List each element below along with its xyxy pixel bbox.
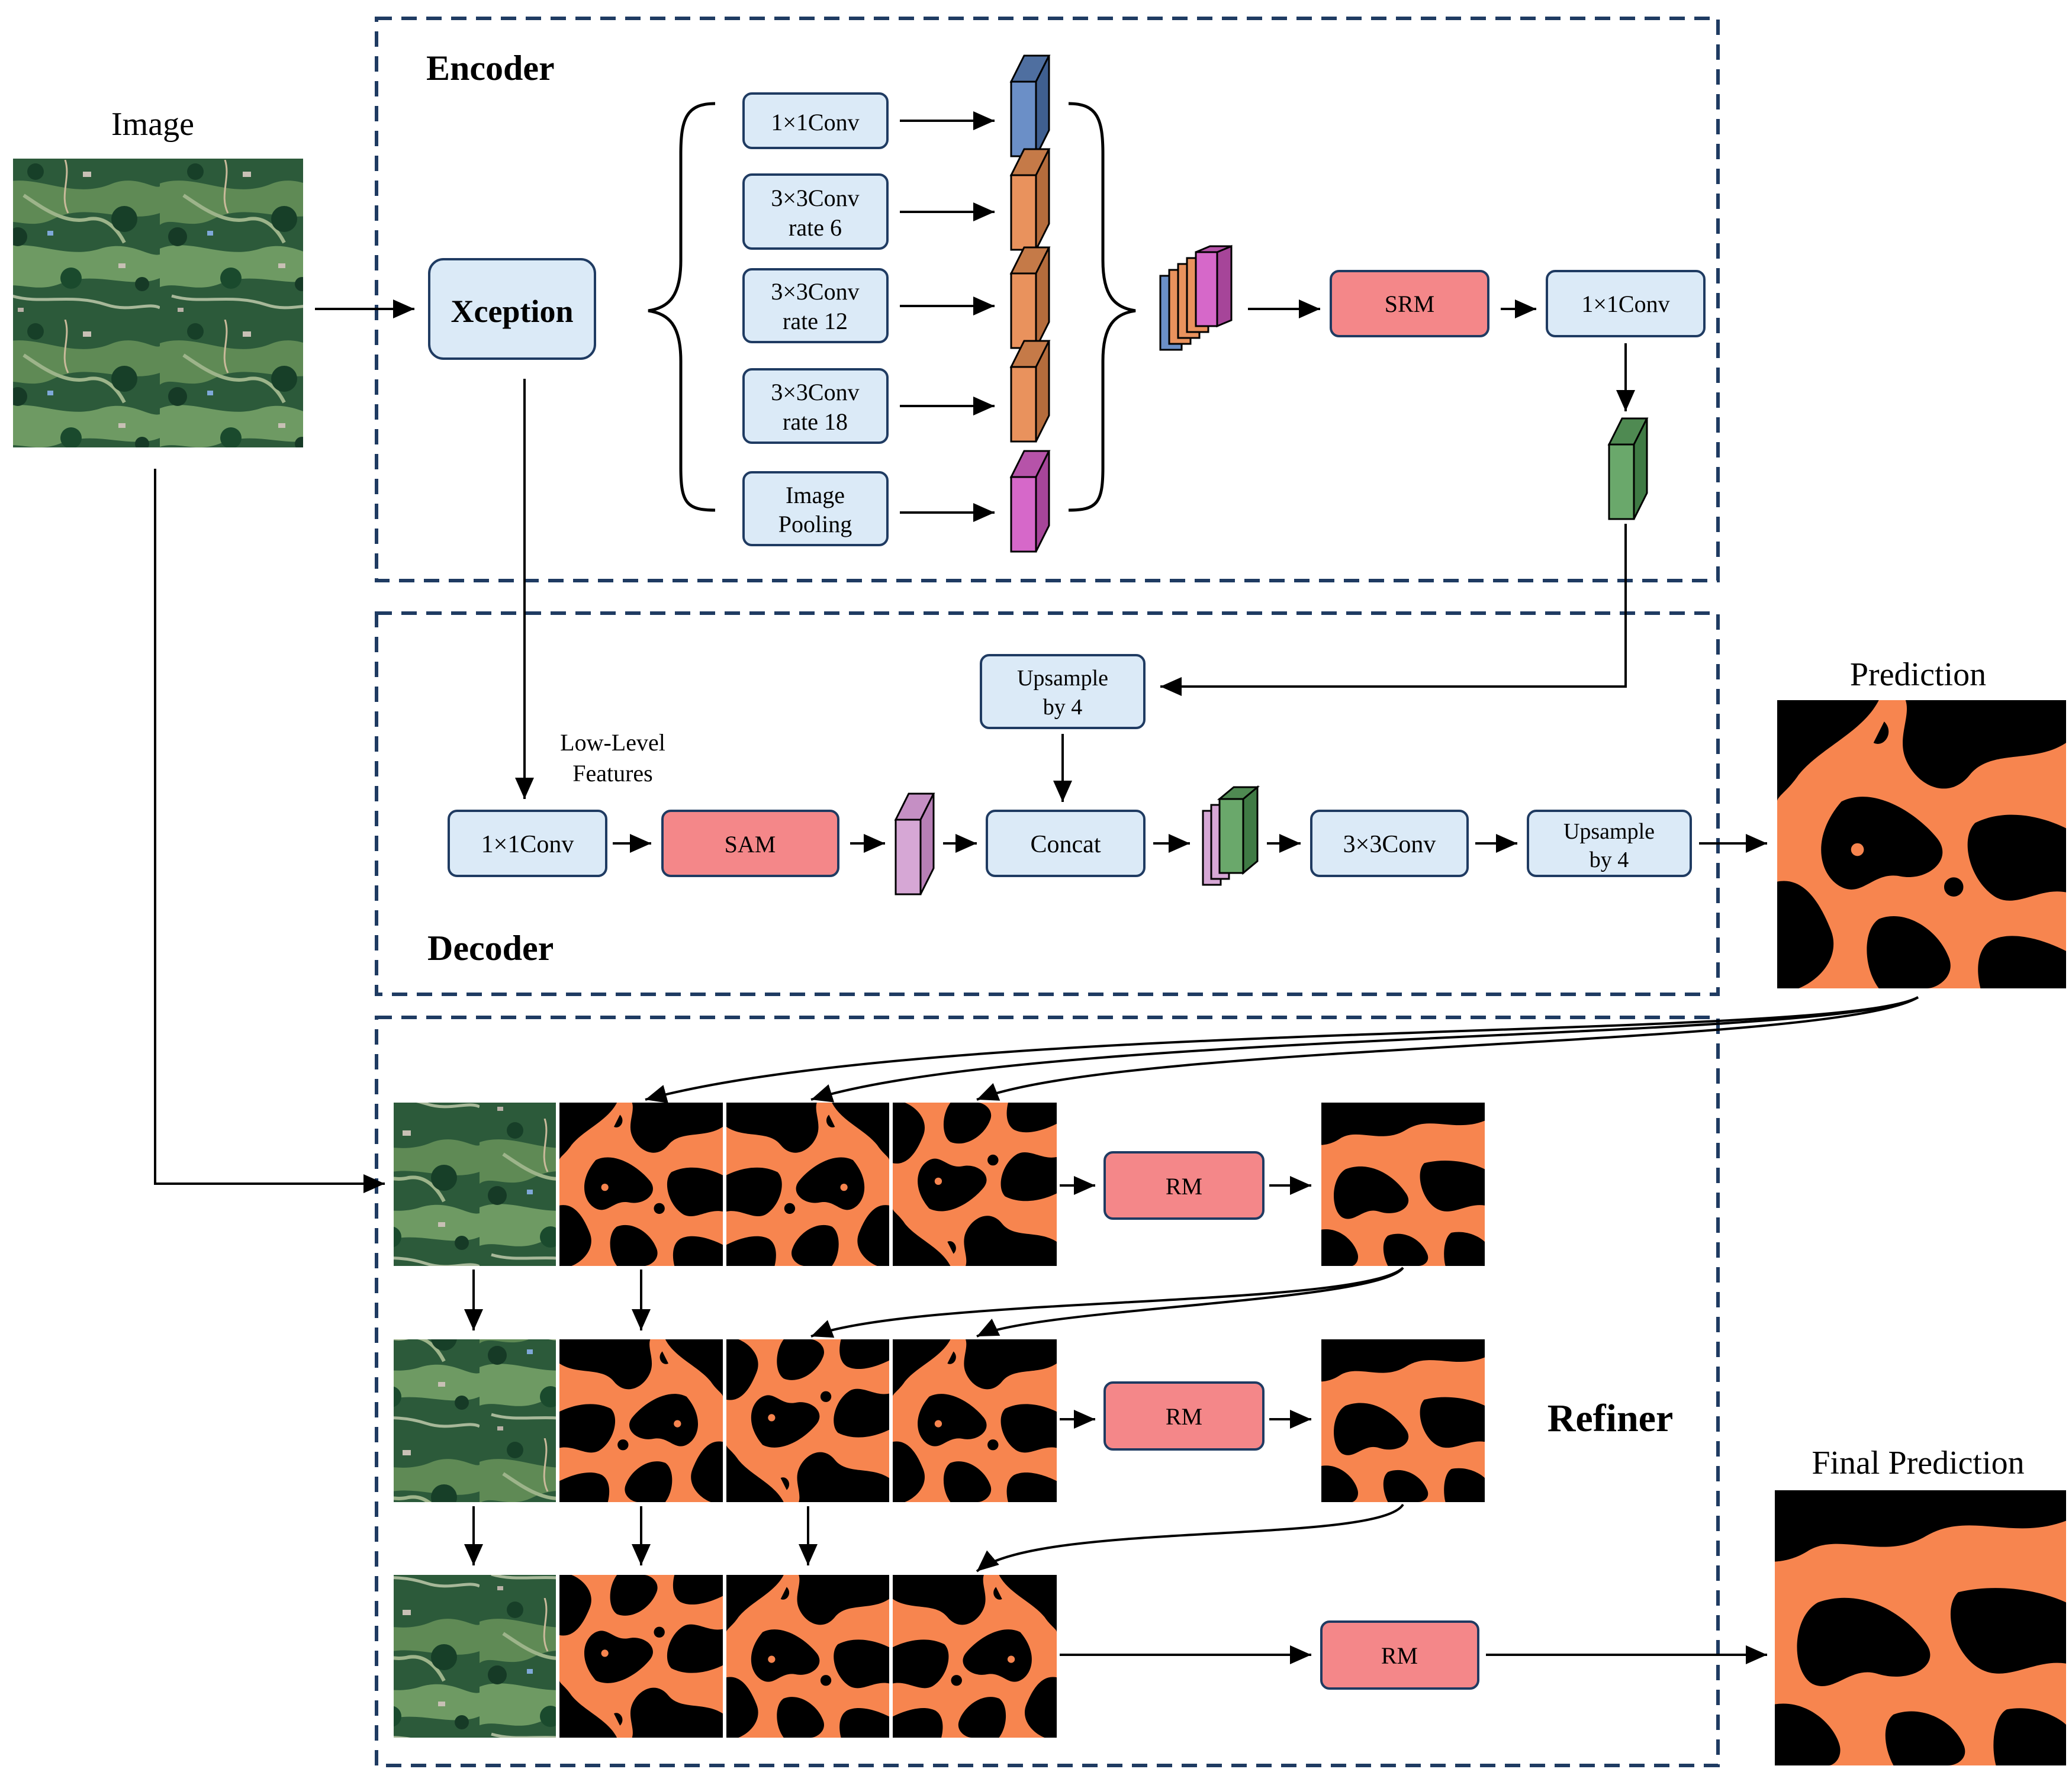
rm-box-2: RM bbox=[1103, 1381, 1265, 1451]
upsample1-line2: by 4 bbox=[1043, 695, 1083, 720]
refiner-r2-mask-1 bbox=[559, 1339, 723, 1502]
aspp-rate6-line2: rate 6 bbox=[789, 214, 842, 241]
concat-label: Concat bbox=[1031, 831, 1101, 858]
encoder-conv-label: 1×1Conv bbox=[1581, 291, 1669, 317]
low-level-label-line1: Low-Level bbox=[560, 729, 665, 756]
decoder-title: Decoder bbox=[427, 929, 554, 968]
final-prediction-mask bbox=[1775, 1490, 2066, 1765]
aspp-pooling-box: Image Pooling bbox=[742, 471, 889, 546]
input-image bbox=[13, 159, 303, 447]
rm-box-1: RM bbox=[1103, 1151, 1265, 1220]
aspp-pooling-line1: Image bbox=[786, 482, 845, 508]
refiner-r3-mask-2 bbox=[726, 1575, 889, 1738]
aspp-right-brace bbox=[1068, 102, 1136, 512]
final-prediction-label: Final Prediction bbox=[1812, 1445, 2024, 1481]
refiner-r3-mask-3 bbox=[893, 1575, 1057, 1738]
prediction-label: Prediction bbox=[1850, 656, 1986, 693]
decoder-conv1x1-box: 1×1Conv bbox=[448, 810, 607, 877]
decoder-concat-stack bbox=[1202, 785, 1260, 886]
low-level-label-line2: Features bbox=[572, 760, 653, 787]
concat-box: Concat bbox=[986, 810, 1146, 877]
decoder-conv3x3-label: 3×3Conv bbox=[1343, 831, 1436, 858]
refiner-r2-mask-2 bbox=[726, 1339, 889, 1502]
xception-box: Xception bbox=[428, 258, 596, 360]
refiner-frame bbox=[375, 1016, 1720, 1767]
rm2-label: RM bbox=[1166, 1403, 1202, 1430]
flow-arrows bbox=[154, 111, 1919, 1664]
aspp-rate12-line2: rate 12 bbox=[783, 308, 848, 334]
encoder-conv1x1-box: 1×1Conv bbox=[1546, 270, 1706, 337]
aspp-rate6-line1: 3×3Conv bbox=[771, 185, 859, 211]
srm-label: SRM bbox=[1385, 291, 1435, 317]
refiner-r1-mask-2 bbox=[726, 1103, 889, 1266]
refiner-r1-image bbox=[394, 1103, 556, 1266]
refiner-r2-mask-3 bbox=[893, 1339, 1057, 1502]
refiner-r2-image bbox=[394, 1339, 556, 1502]
decoder-conv3x3-box: 3×3Conv bbox=[1310, 810, 1469, 877]
decoder-frame bbox=[375, 611, 1720, 996]
aspp-conv1-label: 1×1Conv bbox=[771, 109, 859, 136]
refiner-r1-mask-3 bbox=[893, 1103, 1057, 1266]
upsample2-line1: Upsample bbox=[1563, 819, 1655, 844]
refiner-r1-mask-1 bbox=[559, 1103, 723, 1266]
rm3-label: RM bbox=[1381, 1642, 1418, 1669]
sam-box: SAM bbox=[661, 810, 839, 877]
aspp-pooling-line2: Pooling bbox=[778, 511, 852, 537]
upsample1-line1: Upsample bbox=[1017, 666, 1108, 691]
sam-output-feature bbox=[894, 792, 935, 895]
aspp-concat-stack bbox=[1159, 244, 1233, 351]
refiner-r1-output bbox=[1321, 1103, 1485, 1266]
prediction-mask bbox=[1777, 700, 2066, 988]
feature-map-conv1 bbox=[1009, 54, 1051, 157]
aspp-rate12-box: 3×3Conv rate 12 bbox=[742, 268, 889, 343]
aspp-rate6-box: 3×3Conv rate 6 bbox=[742, 173, 889, 250]
srm-box: SRM bbox=[1330, 270, 1489, 337]
decoder-conv1x1-label: 1×1Conv bbox=[481, 831, 574, 858]
refiner-title: Refiner bbox=[1547, 1397, 1674, 1440]
aspp-rate18-line2: rate 18 bbox=[783, 408, 848, 435]
aspp-rate12-line1: 3×3Conv bbox=[771, 278, 859, 305]
encoder-frame bbox=[375, 17, 1720, 582]
encoder-output-feature bbox=[1607, 417, 1649, 520]
encoder-title: Encoder bbox=[426, 49, 555, 88]
rm-box-3: RM bbox=[1320, 1620, 1479, 1690]
aspp-rate18-box: 3×3Conv rate 18 bbox=[742, 368, 889, 444]
refiner-r3-image bbox=[394, 1575, 556, 1738]
feature-map-rate6 bbox=[1009, 148, 1051, 251]
image-label: Image bbox=[111, 106, 194, 143]
refiner-r2-output bbox=[1321, 1339, 1485, 1502]
feature-map-rate12 bbox=[1009, 246, 1051, 349]
rm1-label: RM bbox=[1166, 1173, 1202, 1200]
refiner-r3-mask-1 bbox=[559, 1575, 723, 1738]
feature-map-pooling bbox=[1009, 450, 1051, 553]
feature-map-rate18 bbox=[1009, 340, 1051, 443]
upsample-box-1: Upsample by 4 bbox=[980, 654, 1146, 729]
upsample-box-2: Upsample by 4 bbox=[1527, 810, 1692, 877]
aspp-left-brace bbox=[648, 102, 716, 512]
aspp-rate18-line1: 3×3Conv bbox=[771, 379, 859, 405]
xception-label: Xception bbox=[451, 294, 574, 329]
upsample2-line2: by 4 bbox=[1590, 848, 1629, 872]
aspp-conv1x1-box: 1×1Conv bbox=[742, 92, 889, 149]
sam-label: SAM bbox=[725, 831, 776, 858]
